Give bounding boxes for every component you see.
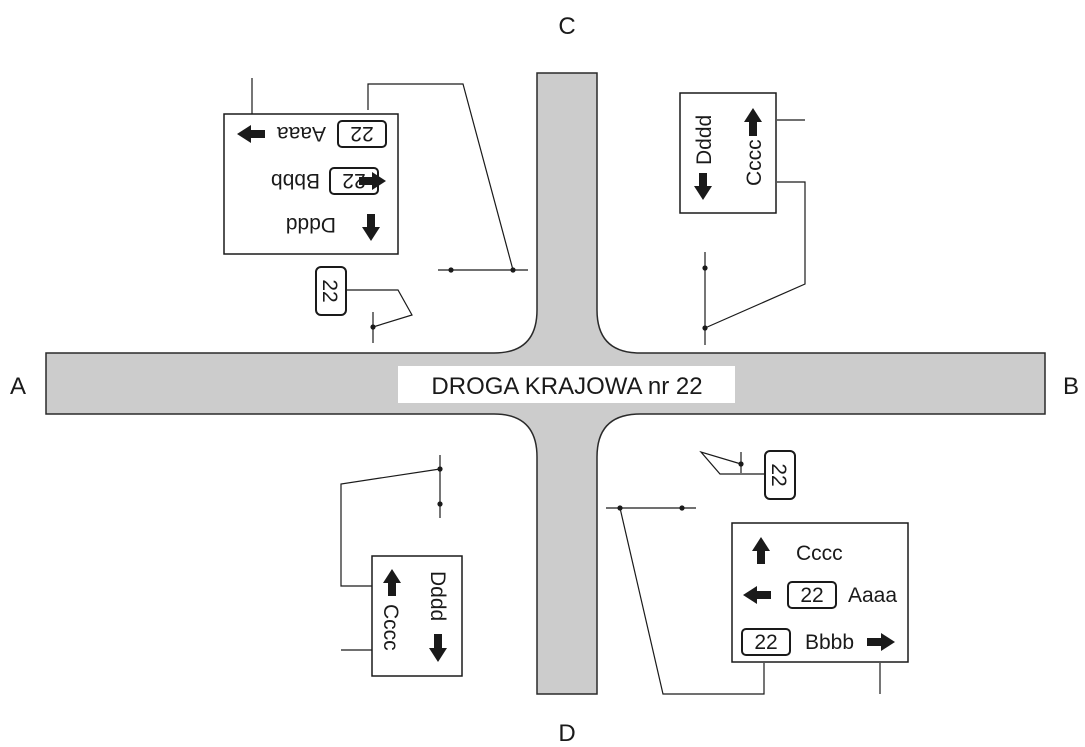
direction-sign-nw: Dddd 22 Bbbb 22 Aaaa <box>223 113 399 255</box>
arrow-right-icon <box>867 633 895 651</box>
route-number-label: 22 <box>350 122 373 145</box>
destination-c-label: Cccc <box>379 604 402 651</box>
destination-a-label: Aaaa <box>277 122 326 145</box>
arrow-left-icon <box>694 173 712 200</box>
route-number-sign-nw: 22 <box>315 266 347 316</box>
route-number-sign-se: 22 <box>764 450 796 500</box>
direction-north-label: C <box>558 13 575 40</box>
destination-c-label: Cccc <box>743 139 766 186</box>
direction-sign-sw: Cccc Dddd <box>371 555 463 677</box>
route-number-label: 22 <box>318 279 341 302</box>
route-number-label: 22 <box>342 169 365 192</box>
road-label: DROGA KRAJOWA nr 22 <box>431 373 702 400</box>
arrow-left-icon <box>383 569 401 596</box>
arrow-right-icon <box>429 634 447 662</box>
arrow-right-icon <box>744 108 762 136</box>
road-label-background <box>398 366 735 403</box>
direction-south-label: D <box>558 720 575 747</box>
destination-b-label: Bbbb <box>805 631 854 654</box>
direction-west-label: A <box>10 373 26 400</box>
arrow-up-icon <box>362 214 380 241</box>
roads: DROGA KRAJOWA nr 22 <box>45 72 1046 695</box>
arrow-right-icon <box>237 125 265 143</box>
destination-d-label: Dddd <box>426 571 449 621</box>
sign-posts <box>251 78 881 695</box>
direction-sign-ne: Cccc Dddd <box>679 92 777 214</box>
route-number-label: 22 <box>800 584 823 607</box>
arrow-left-icon <box>743 586 771 604</box>
route-number-label: 22 <box>767 463 790 486</box>
destination-c-label: Cccc <box>796 542 843 565</box>
destination-d-label: Dddd <box>693 115 716 165</box>
direction-sign-se: Cccc 22 Aaaa 22 Bbbb <box>731 522 909 663</box>
direction-east-label: B <box>1063 373 1079 400</box>
route-number-label: 22 <box>754 631 777 654</box>
destination-a-label: Aaaa <box>848 584 897 607</box>
destination-b-label: Bbbb <box>271 169 320 192</box>
arrow-up-icon <box>752 537 770 564</box>
destination-d-label: Dddd <box>286 213 336 236</box>
arrow-left-icon <box>359 172 386 190</box>
